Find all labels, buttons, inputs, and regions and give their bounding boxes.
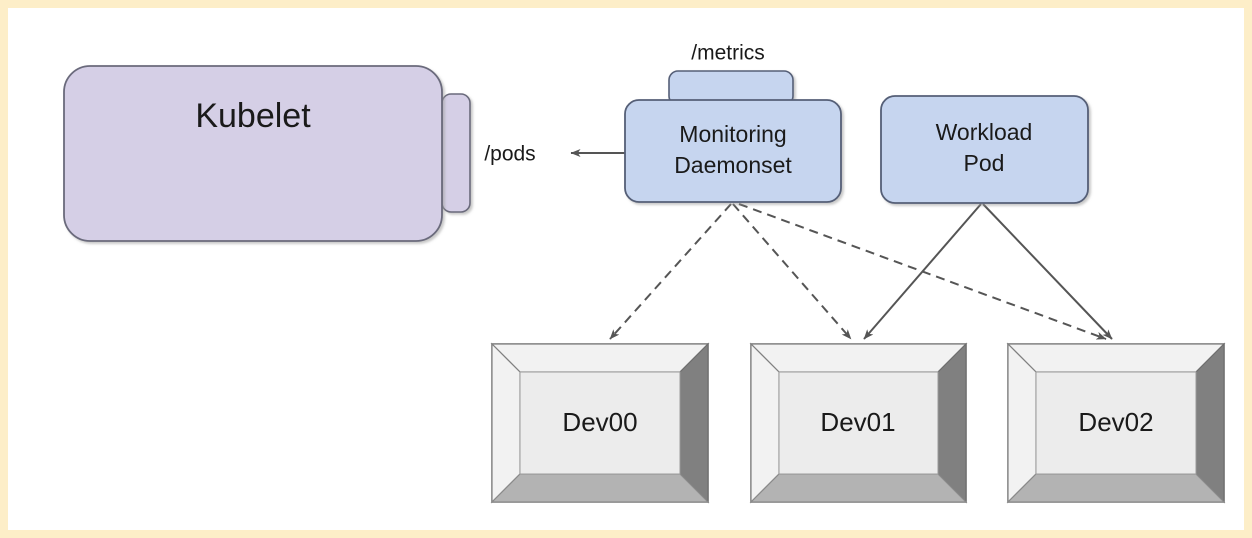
node-dev01[interactable]: Dev01: [749, 342, 968, 504]
kubelet-pods-tab: [441, 93, 471, 213]
dev02-bottom-bevel: [1006, 473, 1226, 503]
dev01-top-bevel: [749, 343, 968, 373]
dev01-bottom-bevel: [749, 473, 968, 503]
metrics-edge-label: /metrics: [691, 42, 765, 65]
dev02-label: Dev02: [1078, 407, 1153, 437]
workload-pod-label-line1: Workload: [936, 119, 1033, 145]
dev01-label: Dev01: [820, 407, 895, 437]
workload-pod-body[interactable]: [880, 95, 1089, 204]
dev00-label: Dev00: [562, 407, 637, 437]
node-workload-pod[interactable]: Workload Pod: [880, 95, 1089, 204]
monitoring-daemonset-label-line1: Monitoring: [679, 121, 786, 147]
dev02-face[interactable]: [1035, 371, 1197, 475]
dev00-top-bevel: [490, 343, 710, 373]
dev00-face[interactable]: [519, 371, 681, 475]
pods-edge-label: /pods: [484, 143, 535, 166]
node-dev02[interactable]: Dev02: [1006, 342, 1226, 504]
dev01-face[interactable]: [778, 371, 939, 475]
monitoring-daemonset-body[interactable]: [624, 99, 842, 203]
node-dev00[interactable]: Dev00: [490, 342, 710, 504]
kubelet-label: Kubelet: [195, 97, 311, 135]
edge-monitoring-to-dev00: [609, 203, 732, 340]
dev00-bottom-bevel: [490, 473, 710, 503]
monitoring-daemonset-label-line2: Daemonset: [674, 152, 792, 178]
edge-workload-to-dev02: [982, 203, 1113, 340]
node-monitoring-daemonset[interactable]: /metrics Monitoring Daemonset: [624, 42, 842, 203]
dev02-top-bevel: [1006, 343, 1226, 373]
edge-monitoring-to-dev01: [732, 203, 852, 340]
diagram-svg: Kubelet /pods /metrics Monitoring Daemon…: [63, 42, 1226, 504]
node-kubelet[interactable]: Kubelet: [63, 65, 471, 242]
kubelet-body[interactable]: [63, 65, 443, 242]
workload-pod-label-line2: Pod: [964, 150, 1005, 176]
edge-workload-to-dev01: [863, 203, 982, 340]
